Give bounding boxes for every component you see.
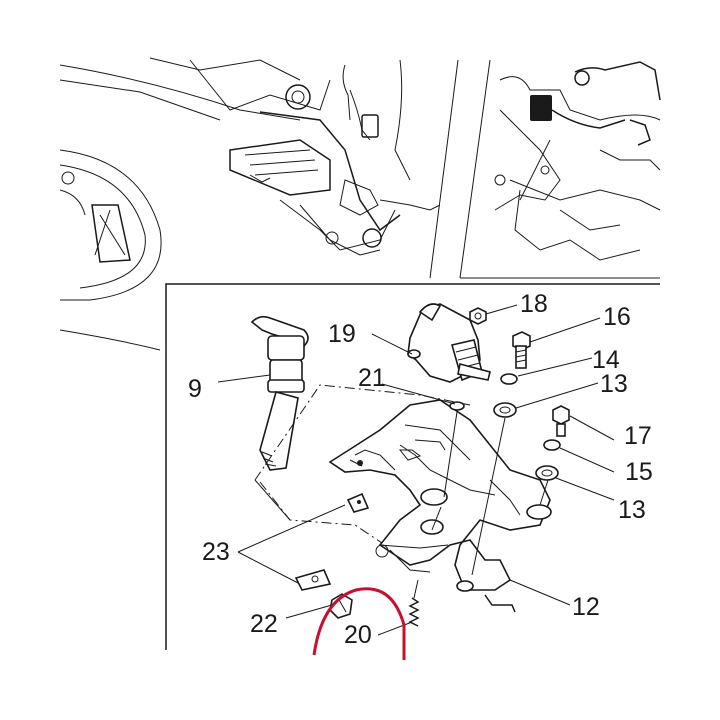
leader-lines bbox=[217, 304, 615, 636]
rear-wheel bbox=[59, 149, 162, 351]
part-9-shift-shaft bbox=[250, 315, 309, 471]
callout-23: 23 bbox=[202, 538, 230, 566]
context-view-right bbox=[494, 61, 661, 261]
callout-9: 9 bbox=[188, 375, 202, 403]
callout-17: 17 bbox=[624, 422, 652, 450]
assembly-center-lines bbox=[254, 384, 471, 546]
part-23-plate-lower bbox=[294, 569, 332, 591]
callout-13-lower: 13 bbox=[618, 496, 646, 524]
callout-14: 14 bbox=[592, 346, 620, 374]
callout-19: 19 bbox=[328, 320, 356, 348]
callout-15: 15 bbox=[625, 458, 653, 486]
callout-13-upper: 13 bbox=[600, 370, 628, 398]
part-15-washer bbox=[543, 439, 561, 451]
part-14-washer bbox=[500, 373, 518, 385]
frame-assembly bbox=[59, 57, 441, 256]
highlight-circle bbox=[312, 587, 406, 660]
connector-block bbox=[530, 95, 552, 121]
part-13-bushing-upper bbox=[493, 402, 517, 418]
part-20-spring bbox=[408, 579, 420, 627]
callout-20: 20 bbox=[344, 621, 372, 649]
callout-22: 22 bbox=[250, 610, 278, 638]
view-separator-2 bbox=[429, 59, 459, 279]
part-16-bolt bbox=[512, 331, 531, 369]
view-separator bbox=[459, 59, 491, 279]
part-18-nut bbox=[469, 307, 487, 325]
part-12-bracket bbox=[328, 399, 552, 613]
bolt-axis-lines bbox=[431, 411, 549, 576]
context-view-left bbox=[59, 57, 660, 351]
callout-16: 16 bbox=[603, 303, 631, 331]
callout-12: 12 bbox=[572, 593, 600, 621]
part-23-plate-upper bbox=[346, 492, 370, 513]
part-13-bushing-lower bbox=[535, 465, 559, 481]
part-19-sensor bbox=[407, 303, 491, 383]
callout-labels: 9 12 13 13 14 15 16 17 18 19 20 21 22 23 bbox=[188, 290, 653, 649]
callout-21: 21 bbox=[358, 364, 386, 392]
part-17-bolt bbox=[552, 405, 570, 437]
detail-frame bbox=[165, 283, 660, 650]
callout-18: 18 bbox=[520, 290, 548, 318]
